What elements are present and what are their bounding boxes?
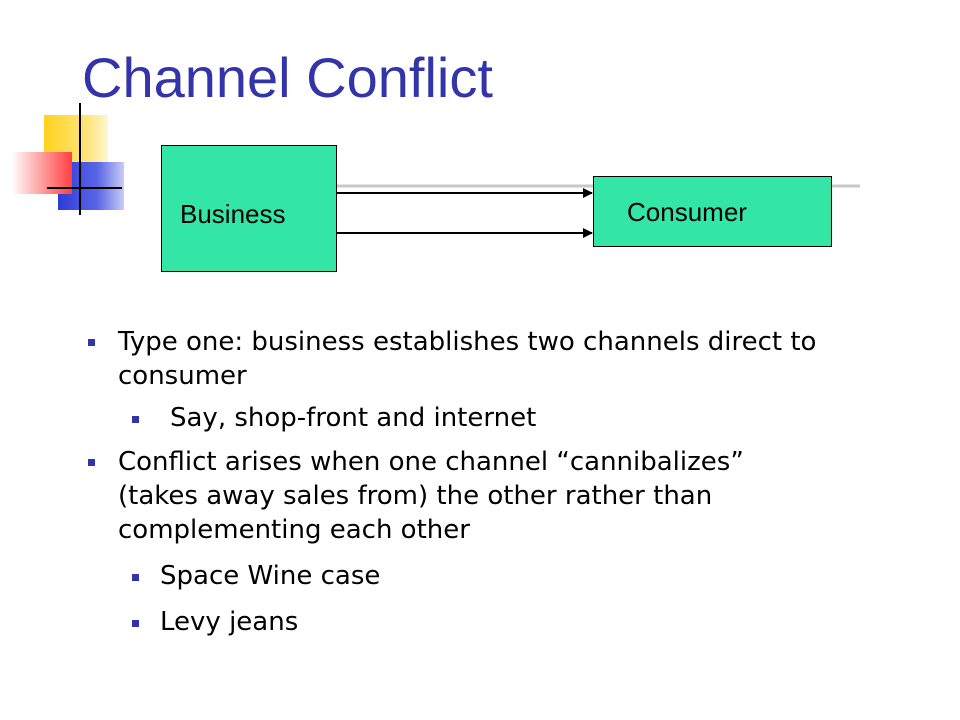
bullet-square-icon (132, 416, 139, 423)
slide-title: Channel Conflict (82, 46, 493, 109)
bullet-text-line: Say, shop-front and internet (170, 403, 537, 433)
bullet-list: Type one: business establishes two chann… (88, 325, 888, 639)
bullet-square-icon (88, 459, 95, 466)
bullet-item: Type one: business establishes two chann… (88, 325, 888, 393)
bullet-item: Conflict arises when one channel “cannib… (88, 445, 888, 547)
consumer-label: Consumer (627, 197, 747, 227)
bullet-text-line: consumer (118, 361, 247, 391)
bullet-text-line: complementing each other (118, 515, 470, 545)
bullet-text-line: Levy jeans (160, 607, 299, 637)
bullet-text-line: (takes away sales from) the other rather… (118, 481, 713, 511)
bullet-text-line: Conflict arises when one channel “cannib… (118, 447, 744, 477)
sub-bullet-item: Levy jeans (88, 605, 888, 639)
decorative-vertical-line (79, 103, 81, 215)
sub-bullet-item: Space Wine case (88, 559, 888, 593)
business-label: Business (180, 199, 286, 229)
bullet-square-icon (88, 339, 95, 346)
sub-bullet-item: Say, shop-front and internet (88, 401, 888, 435)
bullet-text-line: Space Wine case (160, 561, 381, 591)
bullet-square-icon (132, 574, 139, 581)
bullet-text-line: Type one: business establishes two chann… (118, 327, 817, 357)
decorative-horizontal-line (47, 187, 122, 189)
consumer-box: Consumer (593, 176, 832, 247)
bullet-square-icon (132, 620, 139, 627)
business-box: Business (161, 145, 337, 272)
